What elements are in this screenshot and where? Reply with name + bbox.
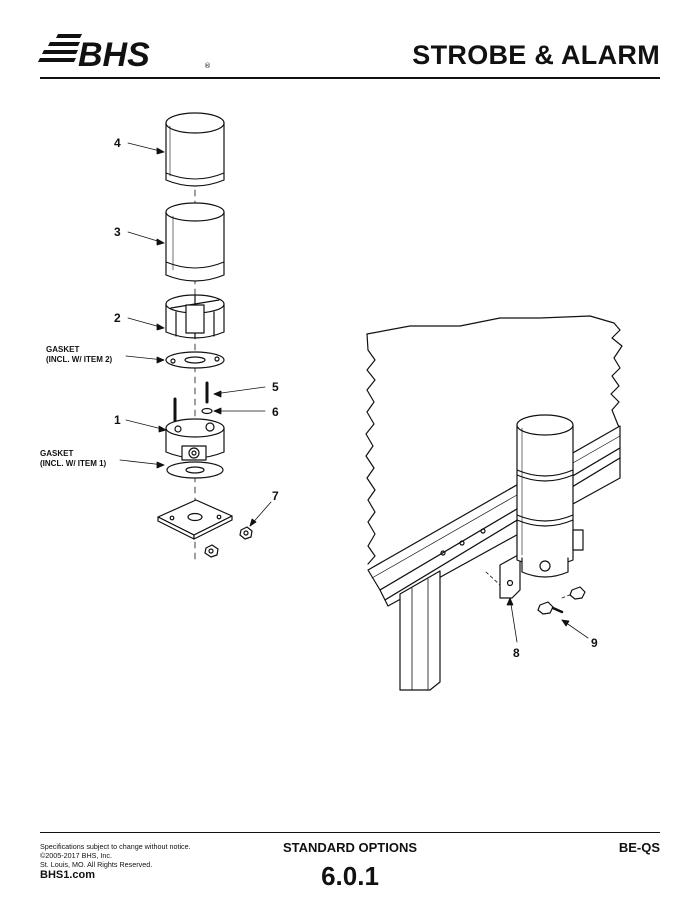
item-7-nut (239, 526, 253, 540)
bhs-logo: BHS ® (38, 34, 211, 74)
callout-6: 6 (272, 405, 279, 419)
item-2-strobe-head (165, 294, 225, 339)
bottom-nut (204, 544, 219, 558)
footer-website-link[interactable]: BHS1.com (40, 869, 96, 881)
gasket-2-label-line2: (INCL. W/ ITEM 2) (46, 355, 113, 364)
footer-legal: Specifications subject to change without… (40, 842, 240, 881)
footer-rule (40, 832, 660, 833)
registered-mark: ® (204, 62, 211, 70)
page-title: STROBE & ALARM (412, 40, 660, 70)
gasket-item-1 (166, 461, 224, 479)
callout-7: 7 (272, 489, 279, 503)
item-4-lens (165, 112, 225, 187)
gasket-2-label-line1: GASKET (46, 345, 79, 354)
item-6-washer (201, 407, 213, 415)
callout-4: 4 (114, 136, 121, 150)
footer-page-number: 6.0.1 (321, 861, 379, 891)
callout-1: 1 (114, 413, 121, 427)
logo-text: BHS (78, 36, 150, 74)
footer-center: STANDARD OPTIONS 6.0.1 (250, 840, 450, 892)
callout-5: 5 (272, 380, 279, 394)
gasket-item-2 (165, 351, 225, 369)
mounting-plate (157, 499, 233, 540)
installed-strobe (516, 414, 584, 578)
footer-disclaimer: Specifications subject to change without… (40, 842, 191, 851)
wall-edge (366, 315, 623, 431)
footer-copyright: ©2005-2017 BHS, Inc. (40, 851, 113, 860)
footer-doc-code: BE-QS (618, 840, 660, 855)
gasket-1-label-line1: GASKET (40, 449, 73, 458)
gasket-1-label-line2: (INCL. W/ ITEM 1) (40, 459, 107, 468)
callout-3: 3 (114, 225, 121, 239)
logo-speed-lines (38, 34, 82, 62)
callout-leaders-left (119, 142, 272, 527)
item-5-screws (173, 381, 209, 424)
callout-8: 8 (513, 646, 520, 660)
installed-view (365, 315, 623, 691)
footer-section-title: STANDARD OPTIONS (282, 840, 418, 855)
item-9-screws (537, 586, 586, 615)
post (399, 570, 441, 691)
callout-9: 9 (591, 636, 598, 650)
callout-leaders-right (485, 571, 589, 643)
header-rule (40, 77, 660, 79)
callout-2: 2 (114, 311, 121, 325)
footer-address: St. Louis, MO. All Rights Reserved. (40, 860, 153, 869)
wall-left-edge (365, 333, 376, 565)
item-1-base (165, 418, 225, 461)
item-3-lens (165, 202, 225, 282)
